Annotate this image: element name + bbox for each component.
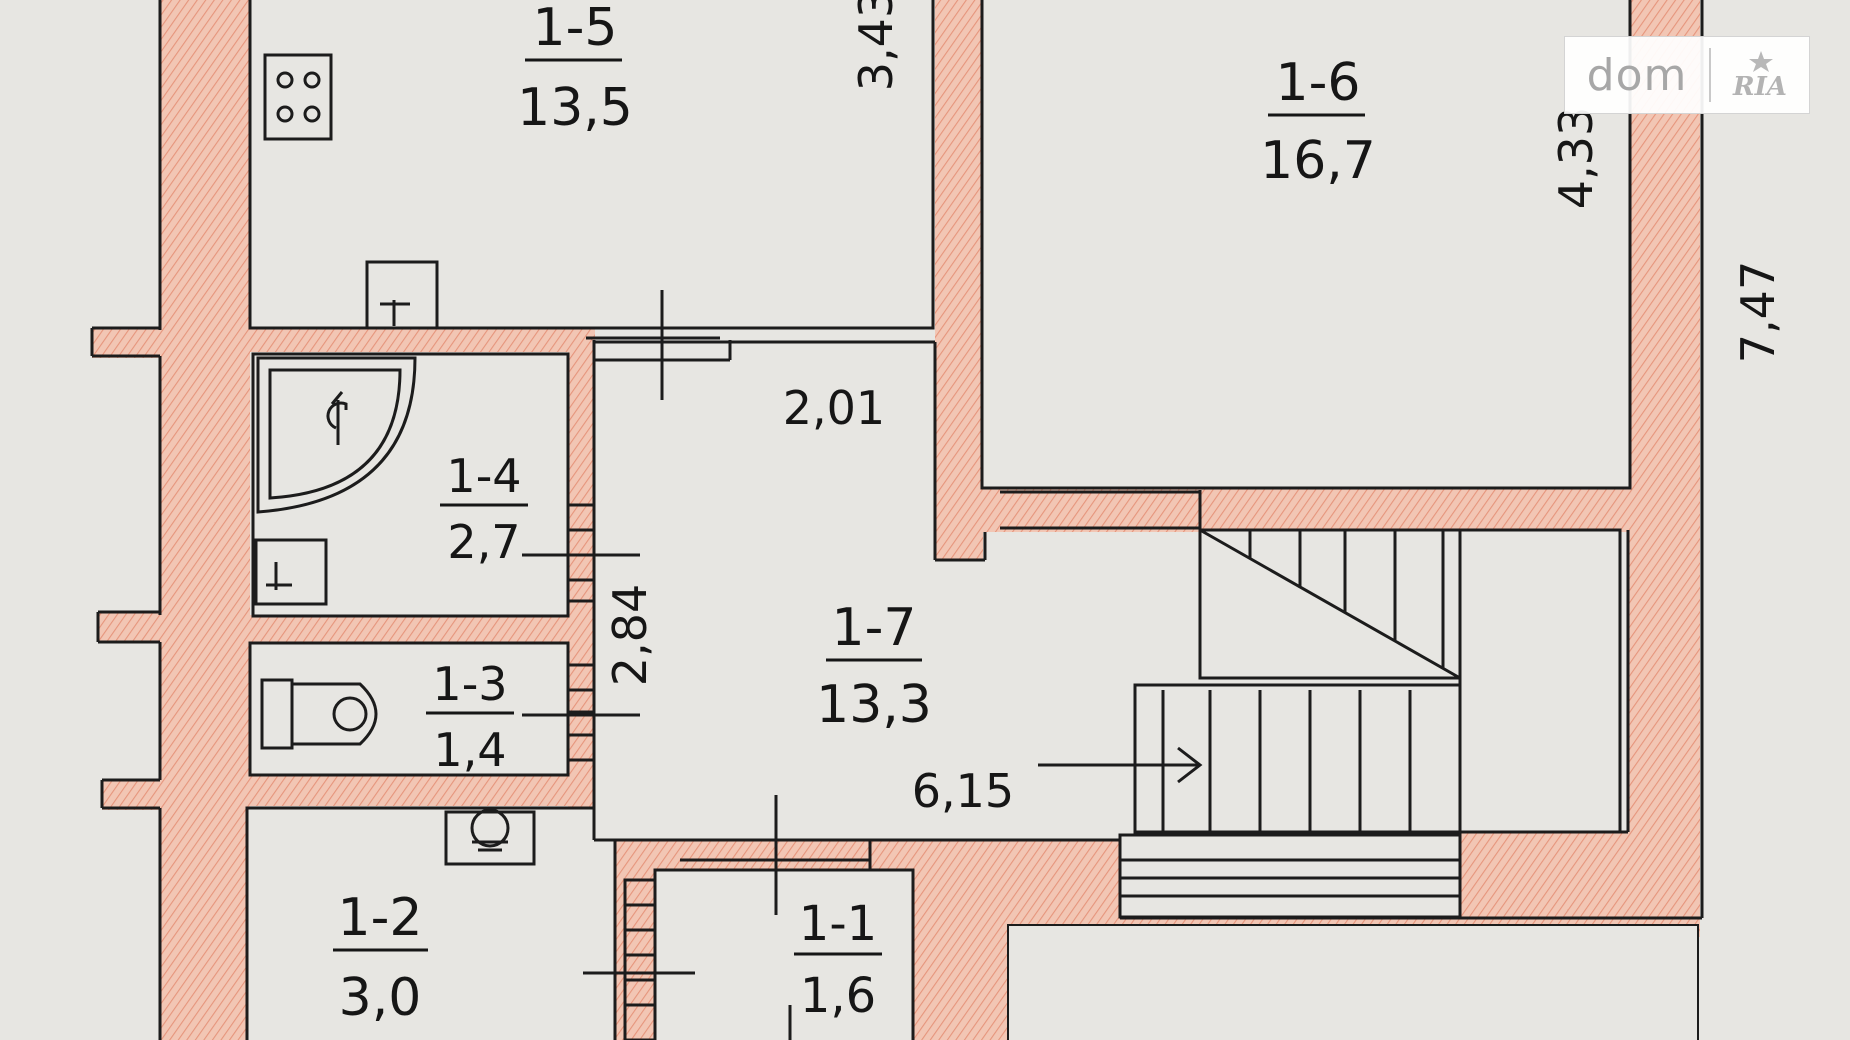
ria-logo-icon: RIA <box>1732 51 1787 102</box>
room-1-6-number: 1-6 <box>1276 53 1361 113</box>
room-1-2-number: 1-2 <box>338 888 423 948</box>
plan-lines <box>90 0 1704 1040</box>
room-1-6-area <box>980 0 1632 490</box>
watermark-text: dom <box>1586 49 1688 101</box>
room-1-6-area-label: 16,7 <box>1260 131 1376 191</box>
room-1-7-number: 1-7 <box>832 598 917 658</box>
dimension-7-47: 7,47 <box>1731 261 1785 363</box>
stove-icon <box>263 53 333 141</box>
room-1-3-number: 1-3 <box>432 657 507 711</box>
dimension-arrow <box>1038 746 1203 784</box>
dimension-4-33: 4,33 <box>1549 107 1603 209</box>
room-1-7-area: 13,3 <box>816 675 932 735</box>
dimension-2-01: 2,01 <box>783 381 885 435</box>
room-labels: 1-5 13,5 1-6 16,7 1-4 2,7 1-3 1,4 1-7 13… <box>333 0 1376 1028</box>
shower-icon <box>256 356 417 514</box>
room-1-5-number: 1-5 <box>533 0 618 58</box>
room-1-3-area: 1,4 <box>433 723 506 777</box>
sink-icon <box>365 260 439 330</box>
room-1-4-number: 1-4 <box>446 449 521 503</box>
staircase <box>1118 528 1622 919</box>
room-1-5-area: 13,5 <box>517 78 633 138</box>
dimension-labels: 3,43 4,33 7,47 2,01 2,84 6,15 <box>603 0 1785 818</box>
watermark-divider <box>1709 48 1711 102</box>
toilet-icon <box>260 678 378 750</box>
dimension-3-43: 3,43 <box>849 0 903 91</box>
dimension-6-15: 6,15 <box>912 764 1014 818</box>
svg-text:RIA: RIA <box>1732 72 1787 102</box>
washbasin-icon <box>254 538 328 606</box>
dom-ria-watermark: dom RIA <box>1564 36 1810 114</box>
dimension-2-84: 2,84 <box>603 584 657 686</box>
room-1-4-area: 2,7 <box>447 515 520 569</box>
room-1-1-area: 1,6 <box>800 968 876 1024</box>
room-1-2-area: 3,0 <box>339 968 422 1028</box>
room-1-1-number: 1-1 <box>799 896 877 952</box>
boiler-icon <box>444 808 536 866</box>
